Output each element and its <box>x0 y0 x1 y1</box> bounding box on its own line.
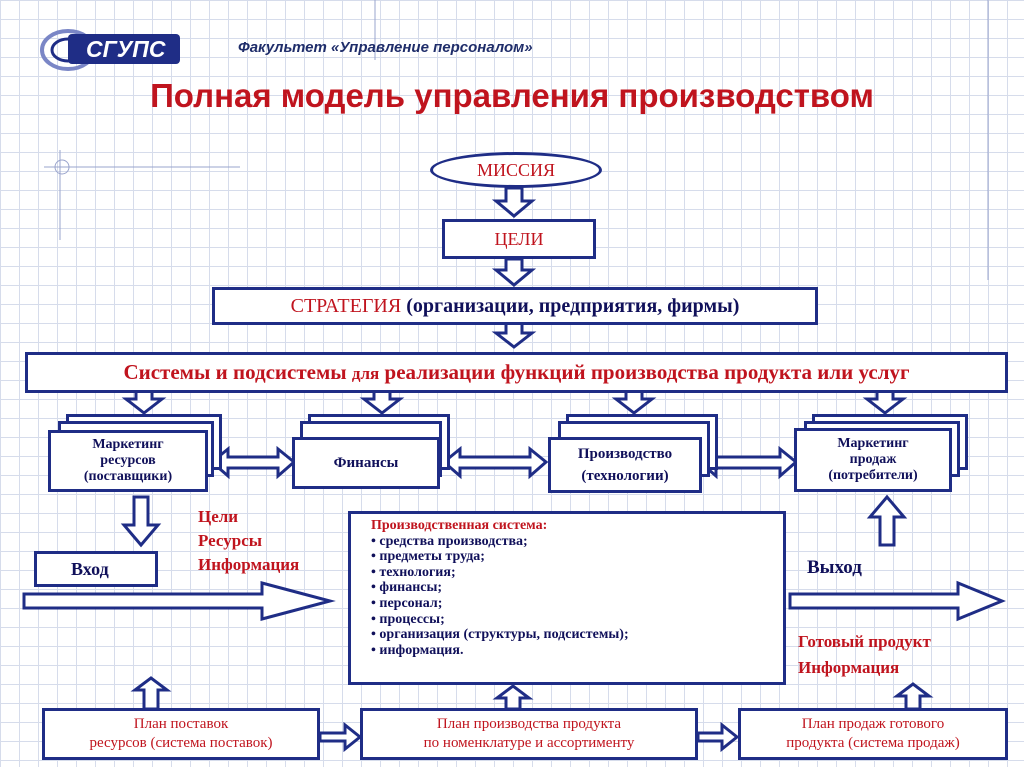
entry-node: Вход <box>34 551 158 587</box>
arrow-double-2 <box>441 445 549 480</box>
entry-label: Вход <box>71 558 109 579</box>
production-system-item: • финансы; <box>371 580 443 596</box>
decor-circle <box>54 159 70 175</box>
unit-production-line: (технологии) <box>581 468 669 484</box>
production-system-item: • процессы; <box>371 611 445 627</box>
production-system-item: • технология; <box>371 564 456 580</box>
unit-production-line: Производство <box>577 446 673 462</box>
faculty-label: Факультет «Управление персоналом» <box>238 39 533 56</box>
arrow-plan-2 <box>696 721 740 753</box>
arrow-systems-marketing-resources <box>121 389 167 415</box>
arrow-plan-supply-up <box>130 676 172 711</box>
systems-label-1: Системы и подсистемы <box>123 360 352 384</box>
output-label-line: Готовый продукт <box>798 632 931 651</box>
systems-label-3: реализации функций производства продукта… <box>379 360 910 384</box>
arrow-plan-sales-up <box>892 682 934 711</box>
unit-marketing-resources-line: (поставщики) <box>83 469 173 484</box>
unit-production: Производство (технологии) <box>548 437 702 493</box>
systems-node: Системы и подсистемы для реализации функ… <box>25 352 1008 393</box>
plan-sales-line: продукта (система продаж) <box>786 735 960 751</box>
inputs-label-line: Информация <box>198 555 300 574</box>
logo-text: СГУПС <box>86 36 166 62</box>
plan-supply-line: План поставок <box>133 716 229 732</box>
plan-production: План производства продукта по номенклату… <box>360 708 698 760</box>
goals-node: ЦЕЛИ <box>442 219 596 259</box>
arrow-from-sales-up <box>866 494 908 547</box>
arrow-main-flow <box>22 581 336 621</box>
inputs-label-line: Ресурсы <box>198 531 263 550</box>
goals-label: ЦЕЛИ <box>494 228 544 249</box>
production-system-item: • персонал; <box>371 595 443 611</box>
mission-label: МИССИЯ <box>476 159 556 180</box>
arrow-strategy-systems <box>491 321 537 349</box>
plan-sales: План продаж готового продукта (система п… <box>738 708 1008 760</box>
production-system-item: • информация. <box>371 642 464 658</box>
strategy-node: СТРАТЕГИЯ (организации, предприятия, фир… <box>212 287 818 325</box>
unit-finance: Финансы <box>292 437 440 489</box>
plan-sales-line: План продаж готового <box>801 716 945 732</box>
arrow-systems-production <box>611 389 657 415</box>
unit-marketing-sales-line: продаж <box>849 452 897 467</box>
plan-production-line: План производства продукта <box>436 716 622 732</box>
plan-production-line: по номенклатуре и ассортименту <box>423 735 635 751</box>
strategy-word: СТРАТЕГИЯ <box>290 294 402 317</box>
logo: СГУПС <box>38 22 186 74</box>
logo-emblem-icon <box>40 29 180 71</box>
output-label: Готовый продукт Информация <box>798 629 931 681</box>
arrow-systems-finance <box>359 389 405 415</box>
strategy-scope: (организации, предприятия, фирмы) <box>401 294 740 317</box>
unit-marketing-sales-line: Маркетинг <box>837 436 909 451</box>
unit-finance-label: Финансы <box>333 454 399 471</box>
systems-label-2: для <box>351 364 380 383</box>
plan-supply-line: ресурсов (система поставок) <box>89 735 273 751</box>
arrow-plan-1 <box>318 721 363 753</box>
arrow-to-entry <box>120 495 162 548</box>
production-system-item: • средства производства; <box>371 533 528 549</box>
page-title: Полная модель управления производством <box>150 77 874 114</box>
arrow-goals-strategy <box>491 257 537 287</box>
inputs-label-line: Цели <box>198 507 239 526</box>
production-system-box: Производственная система: • средства про… <box>348 511 786 685</box>
inputs-label: Цели Ресурсы Информация <box>198 505 299 577</box>
arrow-main-flow-out <box>788 580 1006 622</box>
plan-supply: План поставок ресурсов (система поставок… <box>42 708 320 760</box>
production-system-item: • организация (структуры, подсистемы); <box>371 627 629 643</box>
unit-marketing-resources-line: Маркетинг <box>92 437 164 452</box>
exit-label: Выход <box>807 557 862 578</box>
unit-marketing-resources: Маркетинг ресурсов (поставщики) <box>48 430 208 492</box>
unit-marketing-sales-line: (потребители) <box>828 468 918 483</box>
arrow-systems-marketing-sales <box>862 389 908 415</box>
unit-marketing-resources-line: ресурсов <box>100 453 156 468</box>
production-system-title: Производственная система: <box>371 518 548 533</box>
production-system-item: • предметы труда; <box>371 549 485 565</box>
unit-marketing-sales: Маркетинг продаж (потребители) <box>794 428 952 492</box>
arrow-mission-goals <box>491 186 537 218</box>
output-label-line: Информация <box>798 658 900 677</box>
arrow-double-1 <box>209 445 297 480</box>
arrow-plan-production-up <box>492 684 534 711</box>
mission-node: МИССИЯ <box>430 152 602 188</box>
